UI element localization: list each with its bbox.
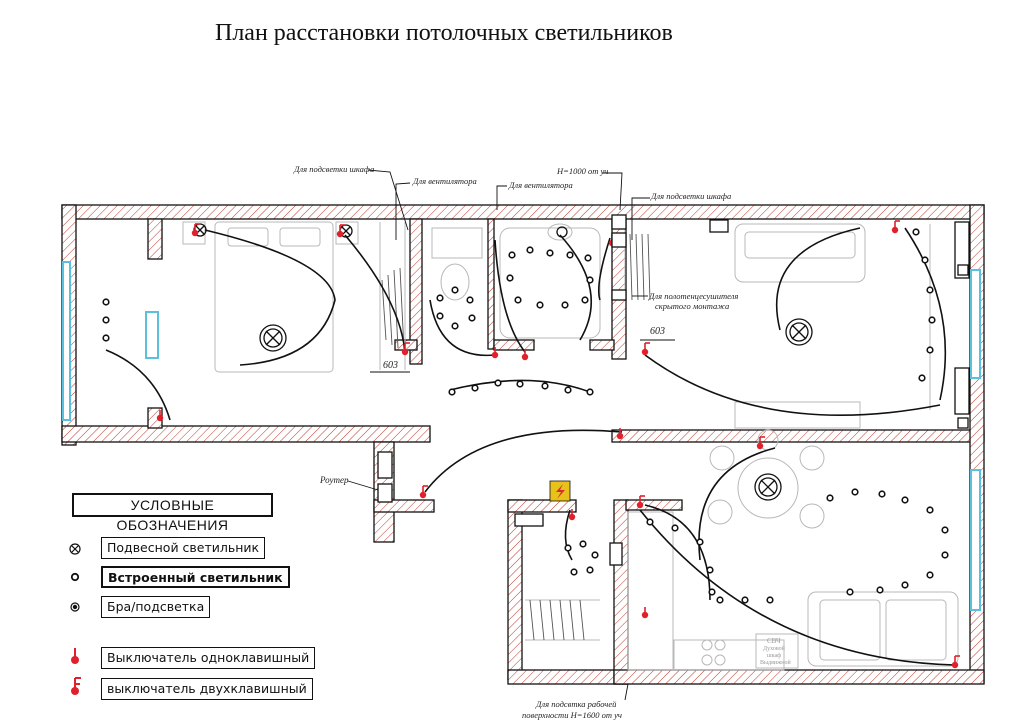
legend-switch-icons <box>71 648 81 695</box>
legend-single-switch: Выключатель одноклавишный <box>101 647 316 669</box>
note-towel-dryer-1: Для полотенцесушителя <box>649 291 739 301</box>
note-closet-light-1: Для подсветки шкафа <box>294 164 375 174</box>
electrical-panel-icon <box>549 480 571 502</box>
label-oven: Духовой <box>763 646 785 652</box>
note-router: Роутер <box>320 475 349 485</box>
furniture <box>182 221 959 671</box>
note-worksurface-1: Для подсвтка рабочей <box>536 699 617 709</box>
note-height-1000: H=1000 от уч <box>557 166 609 176</box>
page-title: План расстановки потолочных светильников <box>215 20 673 46</box>
dimension-lines <box>370 339 675 373</box>
label-oven-cabinet: шкаф <box>767 653 781 659</box>
outlet-boxes <box>377 214 970 566</box>
windows <box>62 261 981 611</box>
legend-icons <box>69 543 81 612</box>
legend-double-switch: выключатель двухклавишный <box>101 678 313 700</box>
dimension-603-bedroom: 603 <box>383 360 398 371</box>
legend-recessed-light: Встроенный светильник <box>101 566 290 588</box>
pendant-lights <box>259 318 813 501</box>
leader-lines <box>347 169 650 701</box>
switches <box>156 220 961 670</box>
legend-title: УСЛОВНЫЕ ОБОЗНАЧЕНИЯ <box>72 493 273 533</box>
legend-sconce: Бра/подсветка <box>101 596 211 618</box>
note-towel-dryer-2: скрытого монтажа <box>655 301 730 311</box>
note-closet-light-2: Для подсветки шкафа <box>651 191 732 201</box>
label-microwave: СВЧ <box>767 637 781 645</box>
note-ventilator-1: Для вентилятора <box>413 176 477 186</box>
wardrobe-marks <box>381 233 651 641</box>
wiring <box>105 227 956 666</box>
note-worksurface-2: поверхности H=1600 от уч <box>522 710 622 720</box>
label-drawer: Выдвижной <box>760 660 791 666</box>
note-ventilator-2: Для вентилятора <box>509 180 573 190</box>
dimension-603-living: 603 <box>650 326 665 337</box>
legend-pendant-light: Подвесной светильник <box>101 537 266 559</box>
